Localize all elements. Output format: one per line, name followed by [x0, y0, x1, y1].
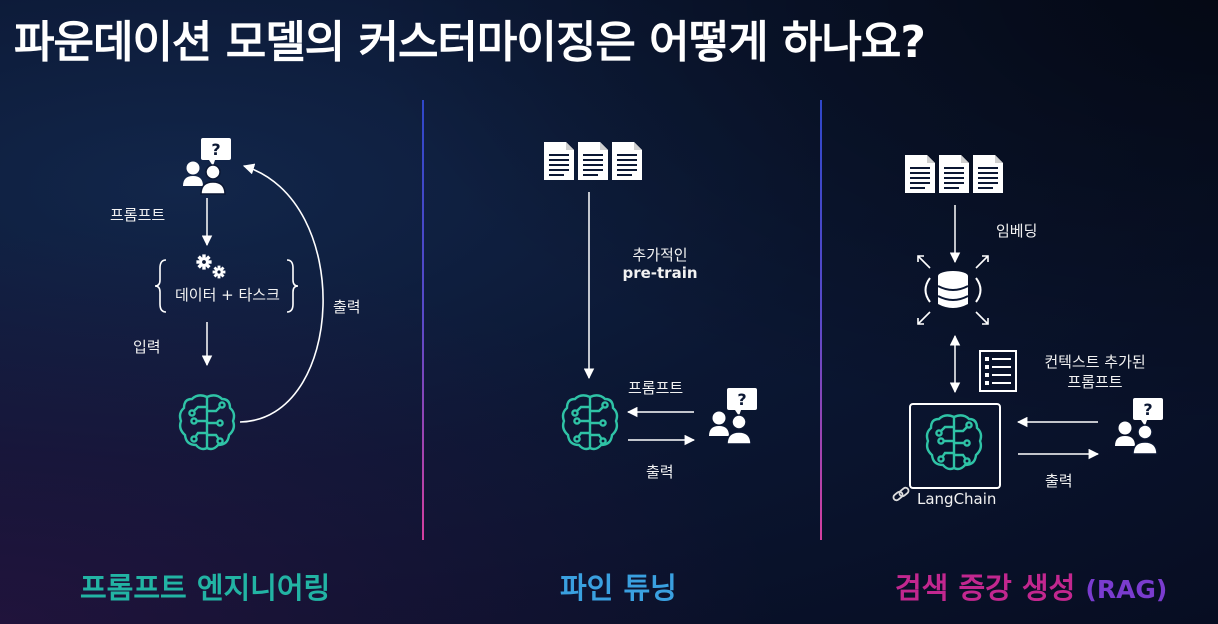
- pe-data-task-label: 데이터 + 타스크: [175, 286, 280, 304]
- langchain-box: [909, 403, 1001, 489]
- pe-input-label: 입력: [133, 338, 161, 356]
- rag-user-icon: [1114, 397, 1164, 455]
- ft-brain-icon: [561, 394, 619, 451]
- gears-icon: [196, 254, 226, 279]
- rag-heading: 검색 증강 생성 (RAG): [895, 565, 1167, 607]
- rag-output-label: 출력: [1045, 472, 1073, 490]
- rag-heading-suffix: (RAG): [1085, 575, 1168, 604]
- rag-embedding-label: 임베딩: [996, 222, 1038, 240]
- divider-right: [820, 100, 822, 540]
- pe-user-icon: [182, 137, 232, 195]
- pe-brace-right: [286, 259, 299, 313]
- database-icon: [917, 255, 989, 325]
- ft-output-label: 출력: [646, 463, 674, 481]
- rag-documents-icon: [905, 155, 1003, 193]
- page-title: 파운데이션 모델의 커스터마이징은 어떻게 하나요?: [14, 17, 926, 68]
- pe-output-label: 출력: [333, 298, 361, 316]
- chain-link-icon: [892, 486, 910, 502]
- rag-context-prompt-line2: 프롬프트: [1067, 373, 1123, 391]
- pe-prompt-label: 프롬프트: [110, 206, 166, 224]
- ft-additional-label: 추가적인: [632, 246, 688, 264]
- rag-heading-main: 검색 증강 생성: [895, 571, 1076, 605]
- ft-documents-icon: [544, 142, 642, 180]
- ft-prompt-label: 프롬프트: [628, 379, 684, 397]
- divider-left: [422, 100, 424, 540]
- document-list-icon: [979, 350, 1017, 392]
- pe-brain-icon: [178, 394, 236, 451]
- ft-user-icon: [708, 387, 758, 445]
- rag-context-prompt-line1: 컨텍스트 추가된: [1044, 353, 1146, 371]
- ft-pretrain-label: pre-train: [622, 264, 698, 282]
- pe-brace-left: [154, 259, 167, 313]
- pe-arrow-output-curve: [239, 163, 324, 423]
- ft-heading: 파인 튜닝: [560, 571, 677, 605]
- pe-heading: 프롬프트 엔지니어링: [80, 571, 331, 605]
- rag-langchain-label: LangChain: [917, 490, 997, 508]
